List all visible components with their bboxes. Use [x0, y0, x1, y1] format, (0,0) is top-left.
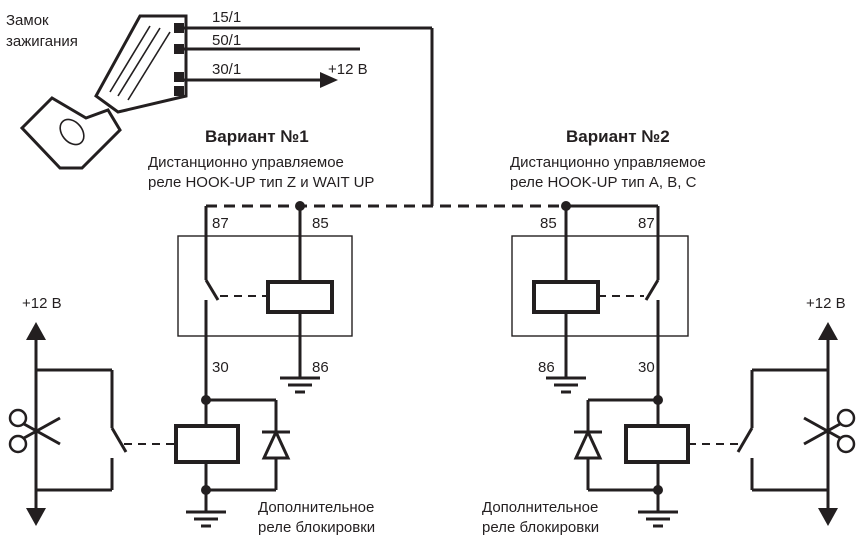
right-diode-icon: [573, 428, 603, 460]
variant2-coil: [532, 280, 600, 314]
right-relay-line1: Дополнительное: [482, 499, 598, 516]
variant1-coil: [266, 280, 334, 314]
terminal-30-label: 30/1: [212, 61, 241, 78]
variant2-pin87: 87: [638, 215, 655, 232]
ignition-supply-label: +12 В: [328, 61, 368, 78]
right-block-relay-coil: [624, 424, 690, 464]
right-supply-label: +12 В: [806, 295, 846, 312]
left-diode-icon: [261, 428, 291, 460]
variant2-pin85: 85: [540, 215, 557, 232]
right-scissors-icon: [803, 408, 856, 454]
left-scissors-icon: [8, 408, 61, 454]
right-relay-line2: реле блокировки: [482, 519, 599, 536]
terminal-50-label: 50/1: [212, 32, 241, 49]
terminal-15-label: 15/1: [212, 9, 241, 26]
variant1-desc-line1: Дистанционно управляемое: [148, 154, 344, 171]
ignition-title-line2: зажигания: [6, 33, 78, 50]
variant1-title: Вариант №1: [205, 127, 309, 146]
ignition-title-line1: Замок: [6, 12, 49, 29]
ignition-switch-icon: [19, 14, 188, 170]
variant2-desc-line1: Дистанционно управляемое: [510, 154, 706, 171]
left-block-relay-coil: [174, 424, 240, 464]
variant1-relay-box: [177, 235, 353, 337]
variant2-pin30: 30: [638, 359, 655, 376]
variant2-relay-box: [511, 235, 689, 337]
variant2-pin86: 86: [538, 359, 555, 376]
variant1-pin85: 85: [312, 215, 329, 232]
left-relay-line1: Дополнительное: [258, 499, 374, 516]
left-supply-label: +12 В: [22, 295, 62, 312]
variant2-title: Вариант №2: [566, 127, 670, 146]
variant1-desc-line2: реле HOOK-UP тип Z и WAIT UP: [148, 174, 374, 191]
variant1-pin87: 87: [212, 215, 229, 232]
variant1-pin86: 86: [312, 359, 329, 376]
variant1-pin30: 30: [212, 359, 229, 376]
variant2-desc-line2: реле HOOK-UP тип A, B, C: [510, 174, 697, 191]
left-relay-line2: реле блокировки: [258, 519, 375, 536]
